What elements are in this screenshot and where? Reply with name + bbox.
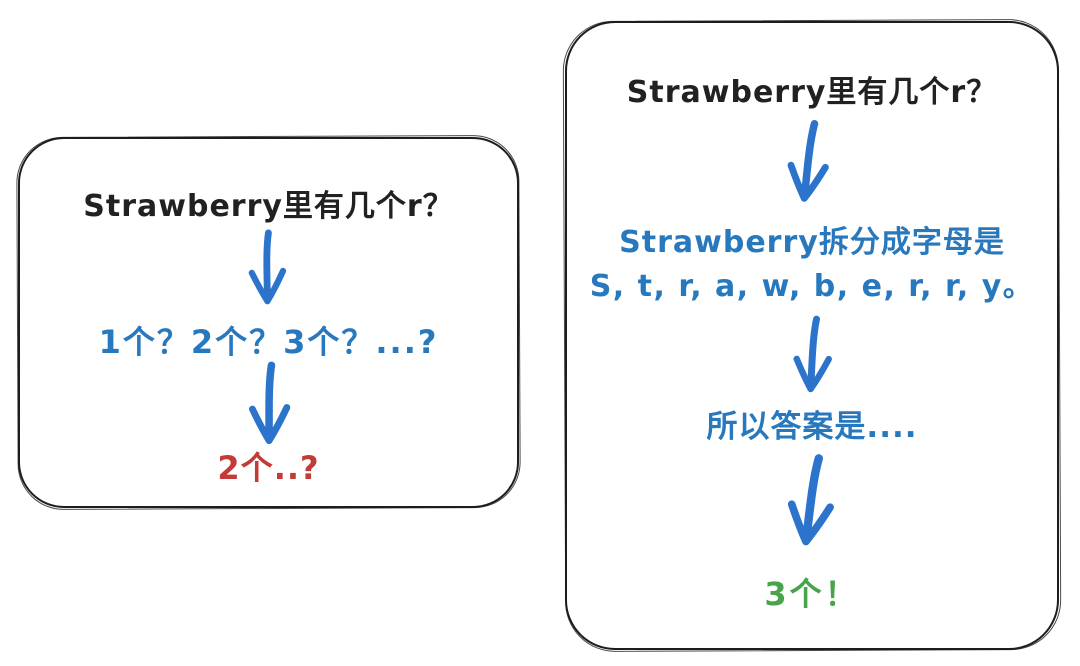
down-arrow-icon xyxy=(245,229,290,307)
down-arrow-icon xyxy=(778,450,846,553)
so-answer-is-text: 所以答案是.... xyxy=(706,409,918,445)
guess-options-text: 1个？2个？3个？...? xyxy=(98,323,439,361)
question-title: Strawberry里有几个r？ xyxy=(626,75,998,110)
reasoning-approach-card: Strawberry里有几个r？ Strawberry拆分成字母是 S, t, … xyxy=(565,21,1059,650)
down-arrow-icon xyxy=(244,361,295,448)
down-arrow-icon xyxy=(787,313,838,396)
split-letters-text-line2: S, t, r, a, w, b, e, r, r, y。 xyxy=(589,269,1035,304)
down-arrow-icon xyxy=(779,116,839,207)
wrong-answer-text: 2个..? xyxy=(217,449,320,487)
correct-answer-text: 3个！ xyxy=(764,575,860,613)
question-title: Strawberry里有几个r？ xyxy=(83,189,454,224)
split-letters-text-line1: Strawberry拆分成字母是 xyxy=(619,225,1005,260)
guess-approach-card: Strawberry里有几个r？ 1个？2个？3个？...? 2个..? xyxy=(18,137,519,508)
